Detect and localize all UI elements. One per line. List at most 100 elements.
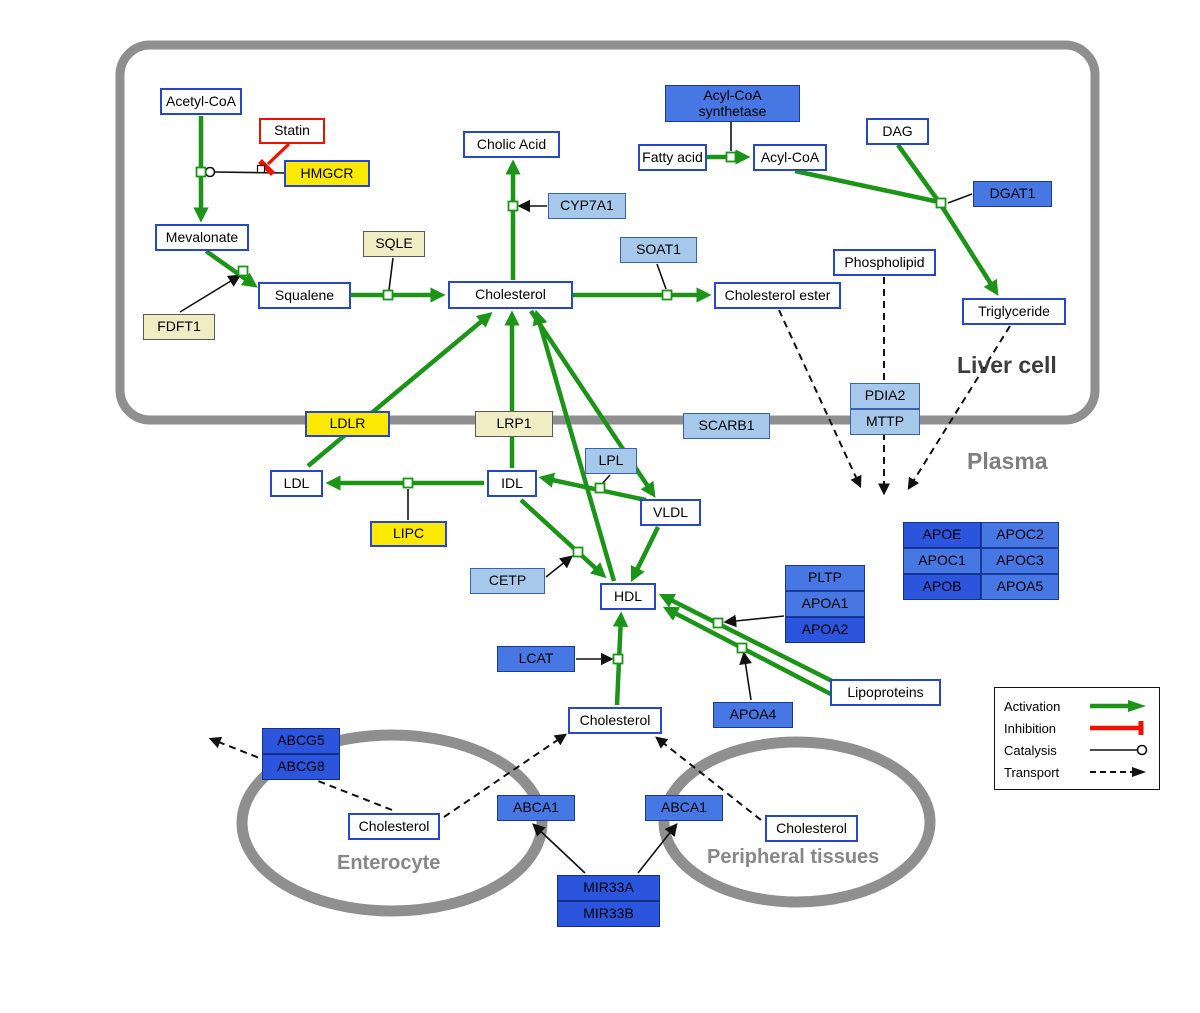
cholesterol-plasma-node[interactable]: Cholesterol (568, 707, 662, 734)
transport-dashed-arrow-icon (1090, 767, 1146, 777)
reaction-node-fdft1 (237, 265, 249, 277)
edge-mir33-abca1-right (637, 822, 678, 874)
reaction-node-cyp7a1 (507, 200, 519, 212)
enterocyte-membrane (236, 729, 548, 917)
acyl-coa-node[interactable]: Acyl-CoA (753, 144, 827, 171)
fdft1-node[interactable]: FDFT1 (143, 314, 215, 340)
cyp7a1-node[interactable]: CYP7A1 (548, 193, 626, 219)
reaction-node-acylcoa-synthetase (725, 151, 737, 163)
pltp-node[interactable]: PLTP (785, 565, 865, 591)
catalysis-circle-hmgcr (204, 166, 216, 178)
ldl-node[interactable]: LDL (270, 470, 323, 497)
triglyceride-node[interactable]: Triglyceride (962, 298, 1066, 325)
reaction-node-soat1 (661, 289, 673, 301)
inhibition-tbar-icon (1090, 721, 1144, 735)
apoa5-node[interactable]: APOA5 (981, 574, 1059, 600)
edge-triglyceride-plasma (907, 325, 1011, 491)
mir33a-node[interactable]: MIR33A (557, 875, 660, 901)
sqle-node[interactable]: SQLE (363, 231, 425, 257)
lpl-node[interactable]: LPL (585, 448, 637, 474)
cholesterol-peripheral-node[interactable]: Cholesterol (765, 815, 858, 842)
activation-arrow-icon (1090, 700, 1146, 712)
edge-ldl-ldlr-cholesterol (306, 312, 493, 468)
mttp-node[interactable]: MTTP (850, 409, 920, 435)
edge-mir33-abca1-left (532, 823, 586, 874)
abcg5-node[interactable]: ABCG5 (262, 728, 340, 754)
scarb1-node[interactable]: SCARB1 (683, 413, 770, 439)
peripheral-tissues-label: Peripheral tissues (707, 846, 880, 868)
plasma-label: Plasma (967, 448, 1048, 474)
hmgcr-node[interactable]: HMGCR (284, 160, 370, 187)
edge-apoa-stack-catalysis (723, 614, 785, 628)
legend-activation-label: Activation (1004, 698, 1061, 714)
edge-hdl-cholesterol-liver (532, 309, 617, 582)
legend: Activation Inhibition Catalysis Transpor… (994, 687, 1160, 790)
edge-enterocyte-cholesterol-plasma (443, 733, 567, 818)
apoc3-node[interactable]: APOC3 (981, 548, 1059, 574)
phospholipid-node[interactable]: Phospholipid (833, 249, 936, 276)
apob-node[interactable]: APOB (903, 574, 981, 600)
lcat-node[interactable]: LCAT (497, 646, 575, 672)
edge-cholesterylester-plasma (778, 309, 862, 489)
apoa2-node[interactable]: APOA2 (785, 617, 865, 643)
pdia2-node[interactable]: PDIA2 (850, 383, 920, 409)
legend-row-inhibition: Inhibition (1004, 717, 1150, 739)
statin-inhibition-tbar (258, 159, 275, 176)
cholesteryl-ester-node[interactable]: Cholesterol ester (714, 282, 841, 309)
soat1-node[interactable]: SOAT1 (620, 237, 697, 263)
edge-acylcoa-dgat1-junction (794, 168, 940, 205)
edge-mevalonate-squalene (204, 249, 258, 288)
abcg8-node[interactable]: ABCG8 (262, 754, 340, 780)
fatty-acid-node[interactable]: Fatty acid (638, 144, 707, 171)
hdl-node[interactable]: HDL (600, 583, 656, 610)
edge-dag-dgat1-junction (896, 143, 941, 204)
legend-inhibition-label: Inhibition (1004, 720, 1057, 736)
mir33b-node[interactable]: MIR33B (557, 901, 660, 927)
vldl-node[interactable]: VLDL (640, 499, 701, 526)
reaction-node-hmgcr (195, 166, 207, 178)
apoa1-node[interactable]: APOA1 (785, 591, 865, 617)
legend-row-transport: Transport (1004, 761, 1150, 783)
apoe-node[interactable]: APOE (903, 522, 981, 548)
edge-statin-inhibition (266, 142, 291, 166)
cholesterol-enterocyte-node[interactable]: Cholesterol (348, 813, 440, 840)
legend-transport-label: Transport (1004, 764, 1060, 780)
lipoproteins-node[interactable]: Lipoproteins (830, 679, 941, 706)
dag-node[interactable]: DAG (866, 118, 929, 145)
dgat1-node[interactable]: DGAT1 (973, 181, 1052, 207)
edge-junction-triglyceride (939, 203, 999, 296)
edge-dgat1-catalysis (947, 193, 973, 204)
liver-cell-membrane (115, 40, 1100, 425)
edge-vldl-idl (538, 472, 647, 503)
abca1-left-node[interactable]: ABCA1 (497, 795, 575, 821)
apoa4-node[interactable]: APOA4 (713, 702, 793, 728)
reaction-node-lipc (402, 477, 414, 489)
lipc-node[interactable]: LIPC (370, 521, 447, 547)
edge-lipoproteins-hdl-2 (662, 606, 850, 705)
reaction-node-sqle (382, 289, 394, 301)
abca1-right-node[interactable]: ABCA1 (645, 795, 723, 821)
lrp1-node[interactable]: LRP1 (475, 411, 553, 437)
reaction-node-cetp (572, 546, 584, 558)
edge-fdft1-catalysis (179, 274, 242, 313)
apoc2-node[interactable]: APOC2 (981, 522, 1059, 548)
edge-sqle-catalysis (388, 257, 394, 291)
apoc1-node[interactable]: APOC1 (903, 548, 981, 574)
cholesterol-liver-node[interactable]: Cholesterol (448, 281, 573, 309)
ldlr-node[interactable]: LDLR (305, 411, 390, 437)
catalysis-circle-icon (1090, 744, 1148, 756)
reaction-node-apoa-stack (712, 617, 724, 629)
squalene-node[interactable]: Squalene (258, 282, 351, 309)
acetyl-coa-node[interactable]: Acetyl-CoA (160, 88, 242, 115)
edge-vldl-hdl (630, 526, 661, 583)
legend-row-activation: Activation (1004, 695, 1150, 717)
idl-node[interactable]: IDL (487, 470, 537, 497)
cetp-node[interactable]: CETP (470, 568, 545, 594)
mevalonate-node[interactable]: Mevalonate (155, 224, 249, 251)
edge-soat1-catalysis (656, 263, 667, 290)
cholic-acid-node[interactable]: Cholic Acid (463, 131, 560, 158)
acyl-coa-synthetase-node[interactable]: Acyl-CoA synthetase (665, 85, 800, 122)
statin-node[interactable]: Statin (259, 118, 325, 144)
